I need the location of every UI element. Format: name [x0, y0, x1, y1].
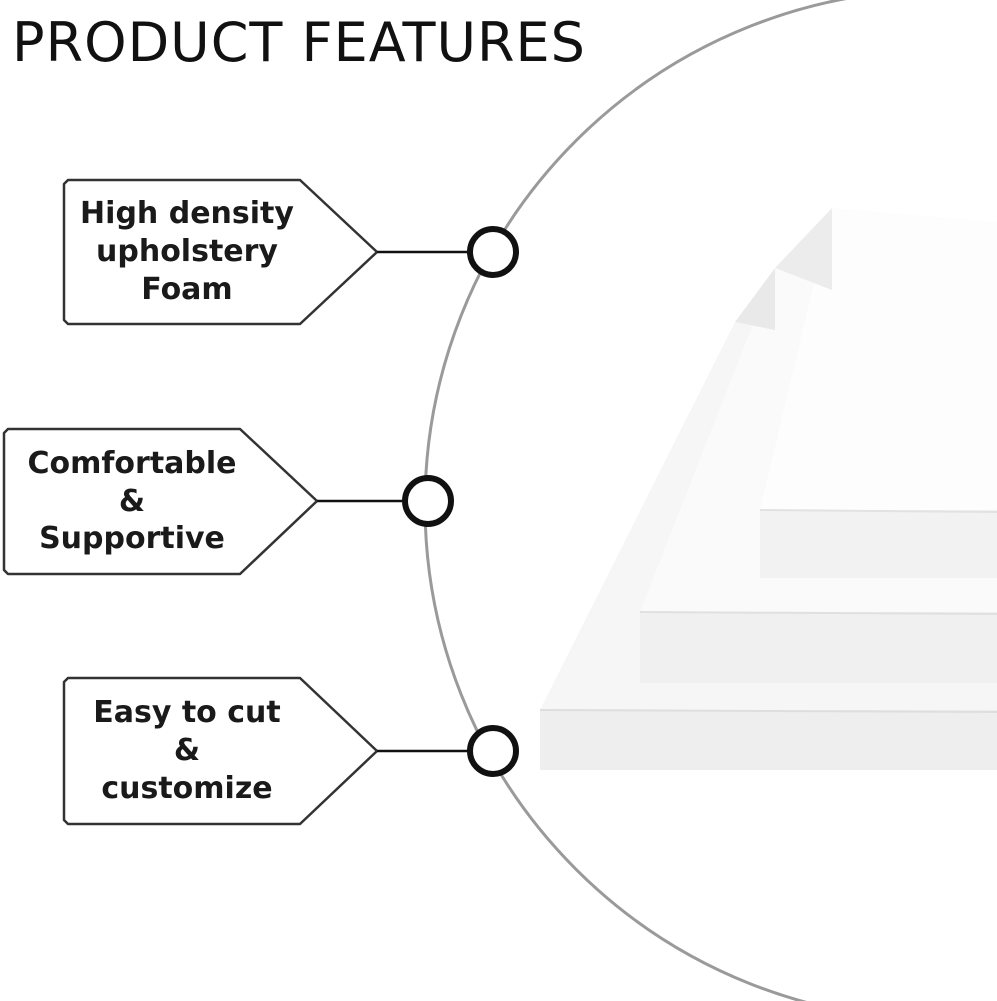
feature-label-line: High density	[80, 196, 294, 232]
page-title: PRODUCT FEATURES	[12, 11, 586, 74]
feature-callout-3	[62, 676, 519, 826]
connector-node-icon	[402, 475, 454, 527]
foam-sheet-top-front	[760, 510, 997, 578]
foam-sheet-bottom-front	[540, 710, 997, 770]
callout-shape	[62, 676, 379, 826]
callout-shape	[2, 427, 319, 576]
feature-callout-1	[62, 178, 519, 326]
feature-label-line: Supportive	[39, 521, 225, 557]
feature-label-line: &	[118, 483, 146, 519]
feature-label-line: Foam	[141, 271, 233, 307]
feature-label-2: Comfortable & Supportive	[4, 429, 260, 574]
feature-label-line: Comfortable	[27, 445, 237, 481]
feature-label-line: &	[173, 733, 201, 769]
feature-label-1: High density upholstery Foam	[64, 180, 310, 324]
connector-node-icon	[467, 226, 519, 278]
foam-sheet-middle-front	[640, 612, 997, 683]
feature-label-line: Easy to cut	[93, 695, 281, 731]
callout-shape	[62, 178, 379, 326]
feature-callout-2	[2, 427, 454, 576]
feature-label-3: Easy to cut & customize	[64, 678, 310, 824]
connector-node-icon	[467, 725, 519, 777]
feature-label-line: customize	[101, 770, 273, 806]
feature-label-line: upholstery	[96, 234, 278, 270]
foam-stack-image	[539, 208, 997, 770]
